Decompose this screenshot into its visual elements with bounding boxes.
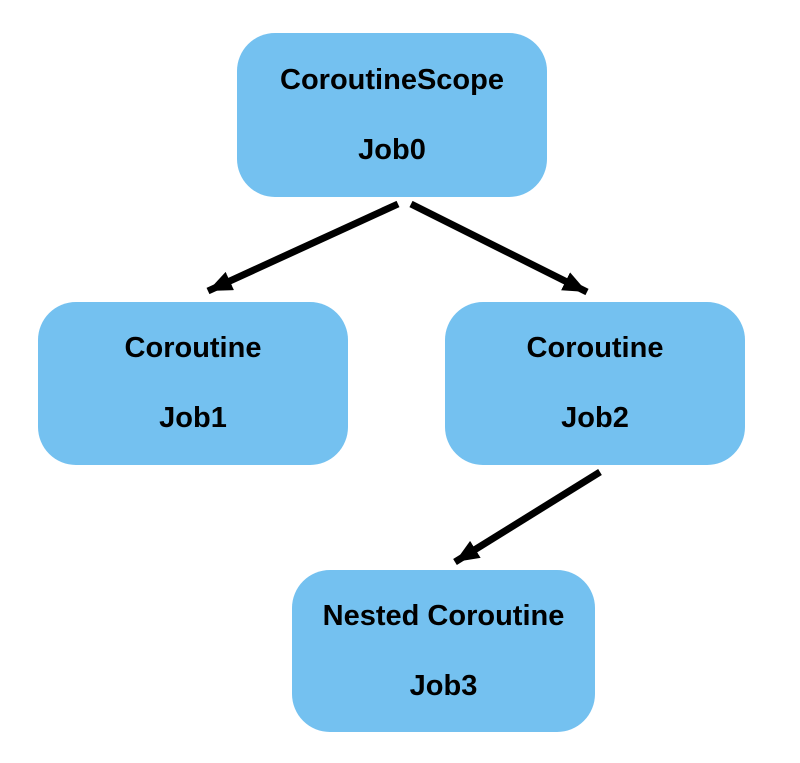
node-coroutine-job1: Coroutine Job1 [38,302,348,465]
node-job-label: Job1 [159,402,227,434]
arrow-job0-to-job2 [409,200,589,296]
node-coroutinescope-job0: CoroutineScope Job0 [237,33,547,197]
node-job-label: Job0 [358,133,426,166]
node-title: CoroutineScope [280,63,504,96]
node-coroutine-job2: Coroutine Job2 [445,302,745,465]
node-title: Nested Coroutine [322,599,565,632]
arrow-job2-to-job3 [453,469,602,565]
node-job-label: Job2 [561,402,629,434]
arrow-job0-to-job1 [206,200,400,295]
node-job-label: Job3 [409,669,478,702]
node-title: Coroutine [526,332,664,364]
node-title: Coroutine [124,332,262,364]
node-nested-coroutine-job3: Nested Coroutine Job3 [292,570,595,732]
